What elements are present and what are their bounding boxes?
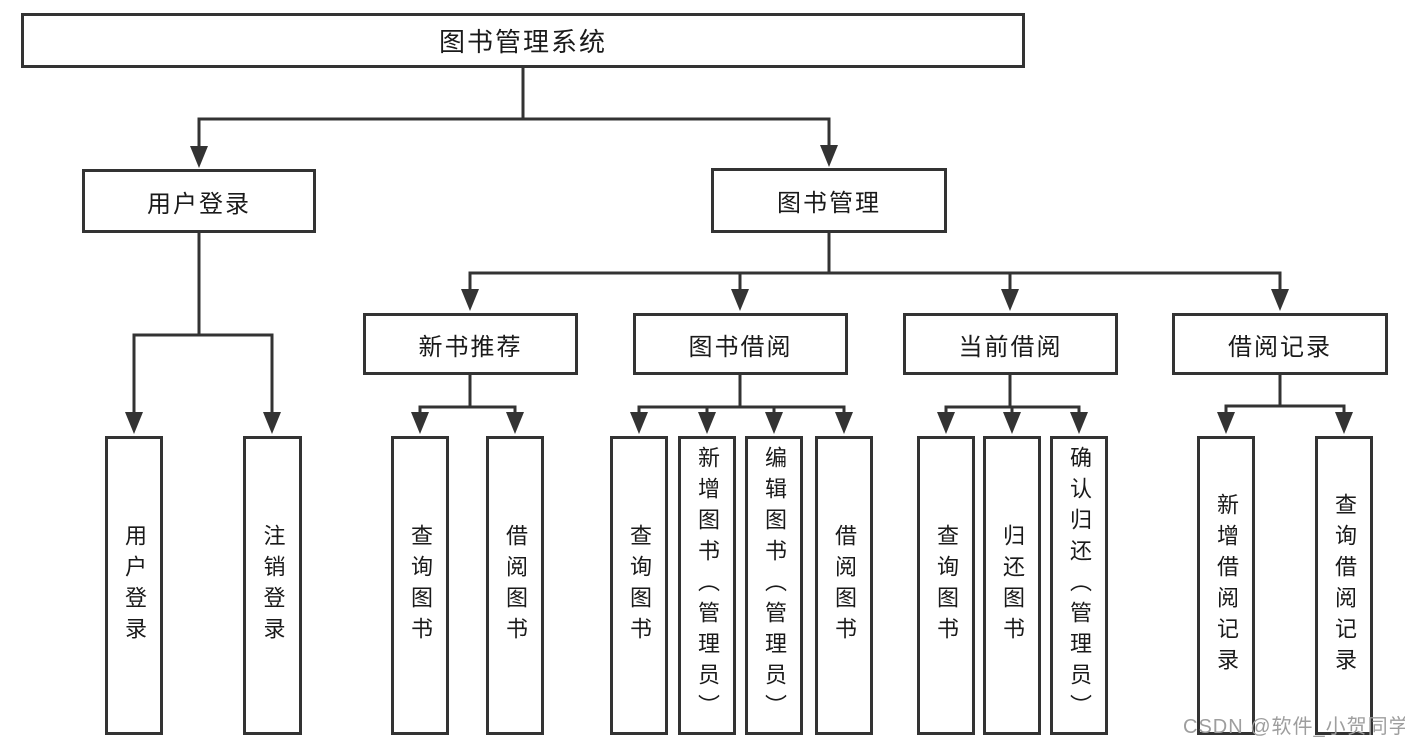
leaf-borrow-borrow-books: 借阅图书 <box>815 436 873 735</box>
leaf-current-return-books-label: 归还图书 <box>1000 523 1025 648</box>
leaf-user-login-label: 用户登录 <box>122 523 147 648</box>
leaf-recommend-borrow-books: 借阅图书 <box>486 436 544 735</box>
connector-records-to-leaves <box>1224 374 1346 418</box>
arrowhead-rec-query <box>411 412 429 434</box>
arrowhead-book-management <box>820 145 838 167</box>
node-new-book-recommend: 新书推荐 <box>363 313 578 375</box>
leaf-borrow-query-books: 查询图书 <box>610 436 668 735</box>
node-new-book-recommend-label: 新书推荐 <box>418 333 523 361</box>
arrowhead-leaf-user-login <box>125 412 143 434</box>
node-book-management: 图书管理 <box>711 168 947 233</box>
connector-recommend-to-leaves <box>418 374 517 418</box>
node-root-label: 图书管理系统 <box>438 27 607 57</box>
node-borrow-records: 借阅记录 <box>1172 313 1388 375</box>
node-root-library-system: 图书管理系统 <box>21 13 1025 68</box>
leaf-borrow-add-books-admin-label: 新增图书（管理员） <box>695 446 720 725</box>
leaf-logout: 注销登录 <box>243 436 302 735</box>
leaf-current-query-books-label: 查询图书 <box>934 523 959 648</box>
leaf-records-add-record-label: 新增借阅记录 <box>1214 492 1239 679</box>
arrowhead-cb-confirm <box>1070 412 1088 434</box>
leaf-borrow-borrow-books-label: 借阅图书 <box>832 523 857 648</box>
node-book-borrow: 图书借阅 <box>633 313 848 375</box>
arrowhead-cb-return <box>1003 412 1021 434</box>
leaf-borrow-edit-books-admin: 编辑图书（管理员） <box>745 436 803 735</box>
node-borrow-records-label: 借阅记录 <box>1228 333 1332 361</box>
arrowhead-bb-edit <box>765 412 783 434</box>
leaf-borrow-query-books-label: 查询图书 <box>627 523 652 648</box>
arrowhead-br-query <box>1335 412 1353 434</box>
leaf-records-query-record-label: 查询借阅记录 <box>1332 492 1357 679</box>
connector-book-management-to-level3 <box>468 232 1282 294</box>
arrowhead-leaf-logout <box>263 412 281 434</box>
leaf-current-confirm-return-admin-label: 确认归还（管理员） <box>1067 446 1092 725</box>
leaf-borrow-add-books-admin: 新增图书（管理员） <box>678 436 736 735</box>
leaf-borrow-edit-books-admin-label: 编辑图书（管理员） <box>762 446 787 725</box>
node-book-borrow-label: 图书借阅 <box>688 333 793 361</box>
leaf-logout-label: 注销登录 <box>260 523 286 648</box>
leaf-user-login: 用户登录 <box>105 436 163 735</box>
arrowhead-new-book-recommend <box>461 289 479 311</box>
leaf-recommend-borrow-books-label: 借阅图书 <box>503 523 528 648</box>
leaf-current-confirm-return-admin: 确认归还（管理员） <box>1050 436 1108 735</box>
leaf-recommend-query-books-label: 查询图书 <box>408 523 433 648</box>
leaf-current-return-books: 归还图书 <box>983 436 1041 735</box>
arrowhead-rec-borrow <box>506 412 524 434</box>
arrowhead-current-borrow <box>1001 289 1019 311</box>
leaf-records-query-record: 查询借阅记录 <box>1315 436 1373 735</box>
leaf-records-add-record: 新增借阅记录 <box>1197 436 1255 735</box>
connector-current-to-leaves <box>944 374 1081 418</box>
arrowhead-bb-borrow <box>835 412 853 434</box>
node-current-borrow-label: 当前借阅 <box>958 333 1063 361</box>
leaf-current-query-books: 查询图书 <box>917 436 975 735</box>
node-user-login-group-label: 用户登录 <box>147 190 251 218</box>
arrowhead-bb-query <box>630 412 648 434</box>
arrowhead-cb-query <box>937 412 955 434</box>
node-user-login-group: 用户登录 <box>82 169 316 233</box>
arrowhead-bb-add <box>698 412 716 434</box>
arrowhead-book-borrow <box>731 289 749 311</box>
arrowhead-br-add <box>1217 412 1235 434</box>
node-current-borrow: 当前借阅 <box>903 313 1118 375</box>
arrowhead-user-login <box>190 146 208 168</box>
connector-user-login-to-leaves <box>132 232 274 417</box>
node-book-management-label: 图书管理 <box>777 190 881 217</box>
arrowhead-borrow-records <box>1271 289 1289 311</box>
connector-borrow-to-leaves <box>637 374 846 418</box>
leaf-recommend-query-books: 查询图书 <box>391 436 449 735</box>
csdn-watermark: CSDN @软件_小贺同学 <box>1183 716 1405 738</box>
connector-root-to-level2 <box>197 67 831 151</box>
